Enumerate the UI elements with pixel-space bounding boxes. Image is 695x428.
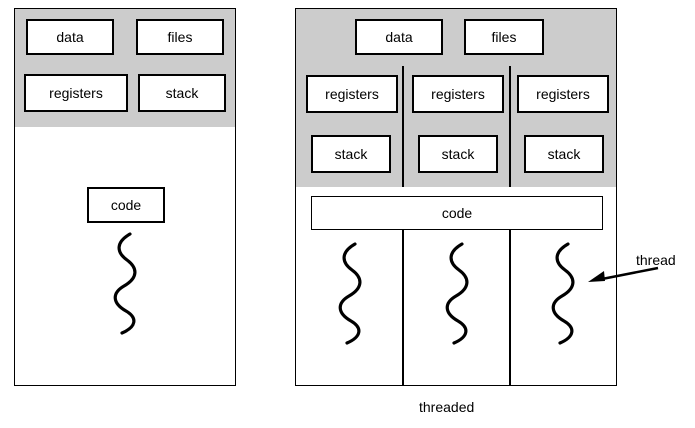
- multi-files-label: files: [491, 29, 517, 45]
- multi-code-label: code: [441, 205, 473, 221]
- single-code-box: code: [87, 187, 165, 223]
- single-data-label: data: [56, 29, 84, 45]
- multi-lower-divider-1: [402, 230, 404, 386]
- multi-thread-squiggle-2: [445, 242, 469, 345]
- single-registers-label: registers: [49, 85, 103, 101]
- single-files-label: files: [167, 29, 193, 45]
- single-thread-squiggle: [113, 232, 137, 335]
- multi-code-box: code: [311, 196, 603, 230]
- multi-stack-label-1: stack: [334, 146, 368, 162]
- single-data-box: data: [26, 19, 114, 55]
- single-files-box: files: [136, 19, 224, 55]
- multi-registers-box-3: registers: [517, 75, 609, 113]
- single-registers-box: registers: [24, 74, 128, 112]
- multi-stack-box-2: stack: [418, 135, 498, 173]
- single-code-label: code: [110, 197, 142, 213]
- multi-thread-squiggle-3: [551, 242, 575, 345]
- multi-thread-squiggle-1: [338, 242, 362, 345]
- multi-files-box: files: [464, 19, 544, 55]
- multi-registers-label-2: registers: [431, 86, 485, 102]
- multi-column-divider-2: [509, 66, 511, 187]
- single-stack-label: stack: [165, 85, 199, 101]
- multi-lower-divider-2: [509, 230, 511, 386]
- multi-stack-box-1: stack: [311, 135, 391, 173]
- multi-column-divider-1: [402, 66, 404, 187]
- threaded-caption: threaded: [419, 399, 475, 415]
- multi-registers-box-2: registers: [412, 75, 504, 113]
- multi-data-box: data: [355, 19, 443, 55]
- multi-stack-label-3: stack: [547, 146, 581, 162]
- single-stack-box: stack: [138, 74, 226, 112]
- multi-stack-label-2: stack: [441, 146, 475, 162]
- multi-registers-label-1: registers: [325, 86, 379, 102]
- multi-registers-label-3: registers: [536, 86, 590, 102]
- multi-registers-box-1: registers: [306, 75, 398, 113]
- thread-annotation-arrow: [588, 266, 659, 282]
- multi-stack-box-3: stack: [524, 135, 604, 173]
- multi-data-label: data: [385, 29, 413, 45]
- thread-annotation-label: thread: [636, 252, 676, 268]
